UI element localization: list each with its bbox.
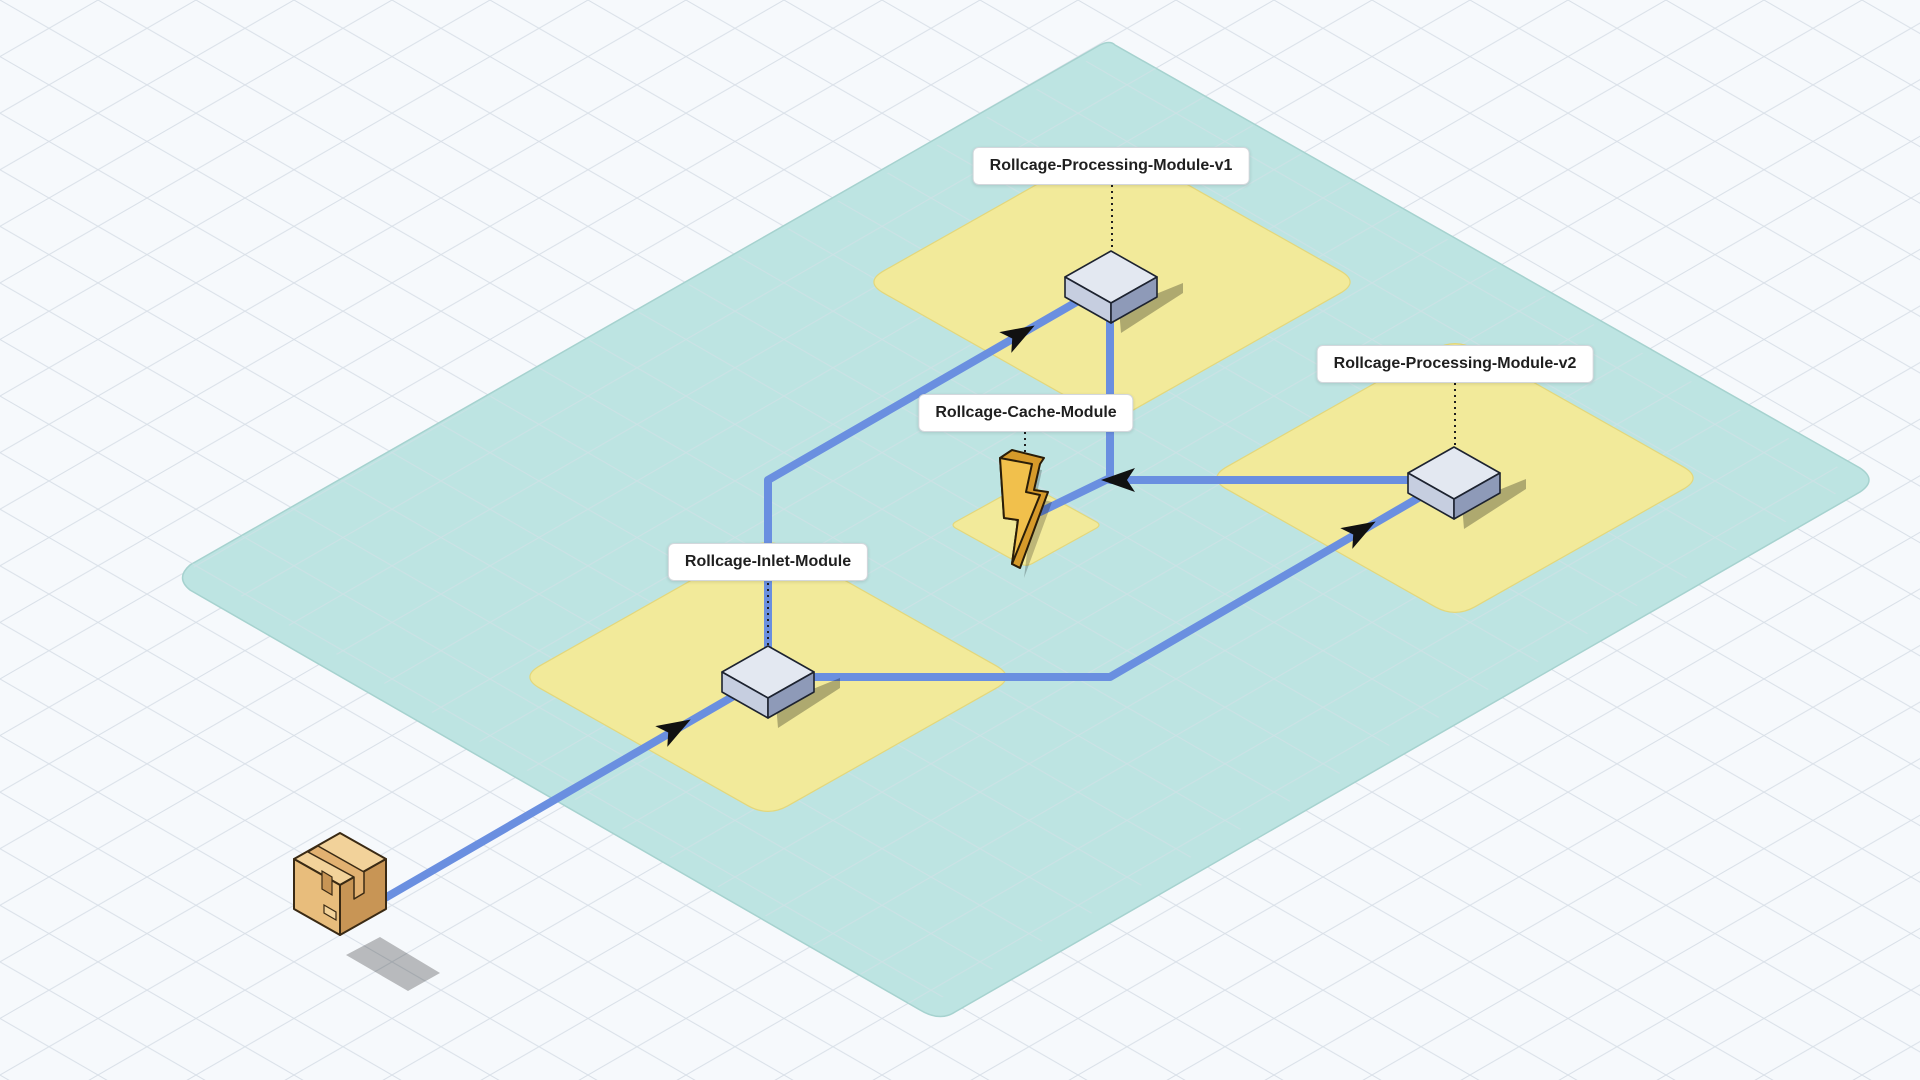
connector-junction-cache[interactable] xyxy=(1036,474,1114,516)
connectors-layer xyxy=(381,296,1424,902)
arrowheads xyxy=(655,325,1376,747)
server-node-proc-v1[interactable] xyxy=(1064,250,1183,333)
package-box-icon[interactable] xyxy=(293,832,440,991)
connector-source-inlet[interactable] xyxy=(381,674,769,902)
label-inlet[interactable]: Rollcage-Inlet-Module xyxy=(667,543,869,581)
arrow-into-inlet xyxy=(655,719,691,747)
label-cache[interactable]: Rollcage-Cache-Module xyxy=(918,394,1134,432)
arrow-into-proc-v2 xyxy=(1340,521,1376,549)
server-node-proc-v2[interactable] xyxy=(1407,446,1526,529)
arrow-into-junction xyxy=(1101,468,1135,492)
lightning-bolt-icon[interactable] xyxy=(999,449,1052,578)
label-proc-v1[interactable]: Rollcage-Processing-Module-v1 xyxy=(972,147,1250,185)
connector-inlet-proc-v1[interactable] xyxy=(764,296,1084,652)
nodes-layer xyxy=(721,250,1526,728)
label-proc-v2[interactable]: Rollcage-Processing-Module-v2 xyxy=(1316,345,1594,383)
connector-inlet-proc-v2[interactable] xyxy=(766,493,1424,681)
server-node-inlet[interactable] xyxy=(721,645,840,728)
arrow-into-proc-v1 xyxy=(999,325,1035,353)
